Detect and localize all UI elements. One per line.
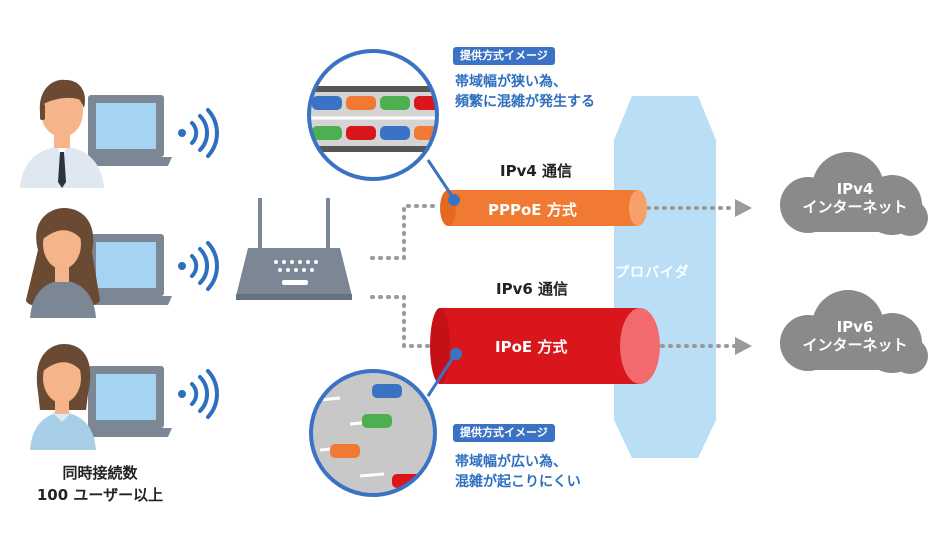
cloud-ipv4 [780, 152, 928, 236]
users-line1: 同時接続数 [62, 464, 138, 482]
image-tag-bottom: 提供方式イメージ [453, 424, 555, 442]
flow-magnifier [309, 348, 462, 497]
provider-label: プロバイダ [615, 265, 690, 281]
image-tag-top: 提供方式イメージ [453, 47, 555, 65]
pppoe-pipe [440, 190, 647, 226]
pppoe-label: PPPoE 方式 [488, 201, 577, 219]
ipv4-note-line1: 帯域幅が狭い為、 [455, 74, 567, 90]
concurrent-users-caption: 同時接続数 100 ユーザー以上 [20, 462, 180, 506]
ipv6-note-line2: 混雑が起こりにくい [455, 474, 581, 490]
cloud-ipv6-line2: インターネット [802, 336, 908, 354]
wifi-icon [178, 241, 219, 291]
ipoe-label: IPoE 方式 [495, 338, 568, 356]
ipv4-note-line2: 頻繁に混雑が発生する [455, 94, 595, 110]
wifi-icon [178, 369, 219, 419]
ipoe-pipe [430, 308, 660, 384]
user-woman-long-hair [26, 208, 172, 318]
cloud-ipv6-label: IPv6 インターネット [790, 318, 920, 354]
wifi-icon [178, 108, 219, 158]
cloud-ipv4-label: IPv4 インターネット [790, 180, 920, 216]
users-line2: 100 ユーザー以上 [36, 486, 164, 504]
cloud-ipv6 [780, 290, 928, 374]
arrow-heads [735, 199, 752, 355]
user-man [20, 79, 172, 188]
ipv6-note-line1: 帯域幅が広い為、 [455, 454, 567, 470]
ipv6-heading: IPv6 通信 [496, 280, 569, 298]
cloud-ipv4-line1: IPv4 [836, 180, 874, 198]
ipv4-heading: IPv4 通信 [500, 162, 573, 180]
user-woman-short-hair [30, 344, 172, 450]
cloud-ipv6-line1: IPv6 [836, 318, 874, 336]
router-icon [236, 198, 352, 300]
cloud-ipv4-line2: インターネット [802, 198, 908, 216]
congestion-magnifier [307, 49, 460, 206]
